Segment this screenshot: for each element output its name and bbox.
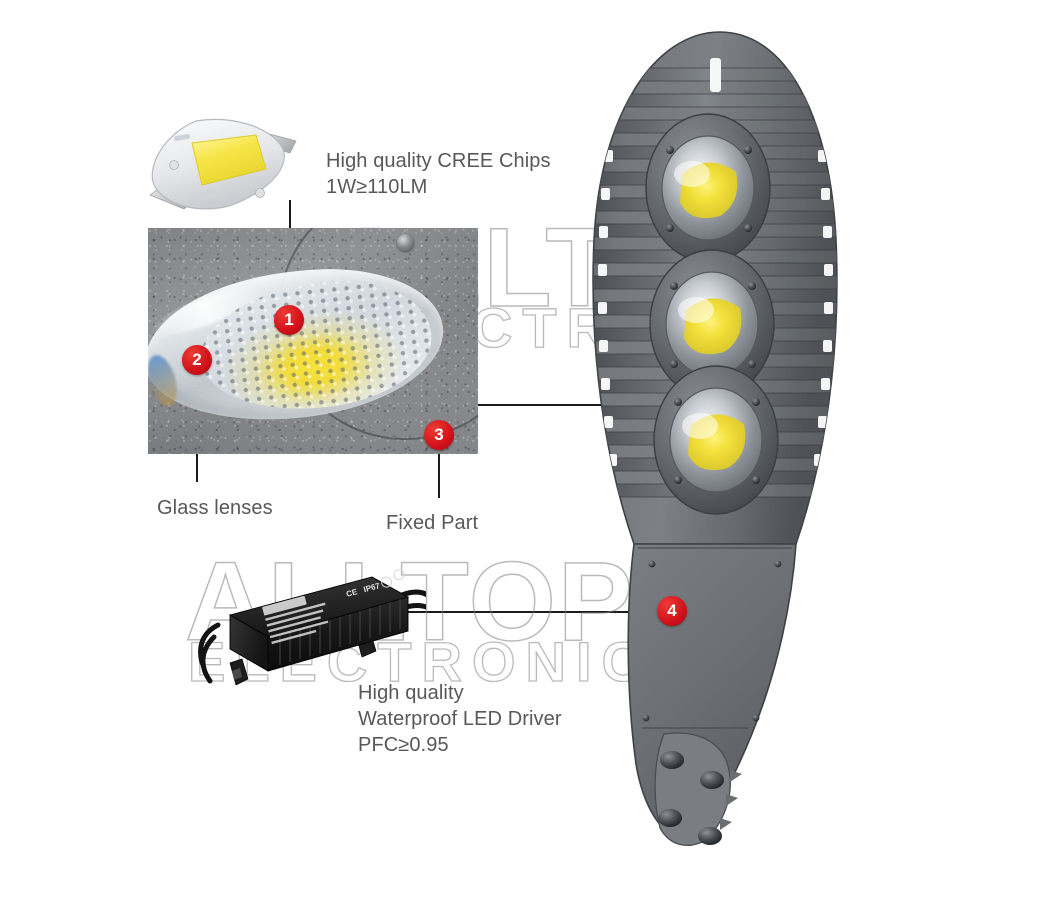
callout-badge-3[interactable]: 3 [424, 420, 454, 450]
callout-badge-4[interactable]: 4 [657, 596, 687, 626]
label-glass-lenses: Glass lenses [157, 497, 273, 519]
housing-screw [397, 234, 414, 251]
led-module-2 [649, 249, 775, 399]
led-module-3 [653, 365, 779, 515]
label-fixed-part: Fixed Part [386, 512, 479, 534]
cob-led-chip [140, 113, 320, 221]
label-led-driver: High quality Waterproof LED Driver PFC≥0… [358, 682, 562, 756]
leader-line-driver [404, 611, 662, 613]
leader-line-lens-to-lamp [478, 404, 670, 406]
label-cree-chip: High quality CREE Chips 1W≥110LM [326, 150, 551, 198]
waterproof-led-driver: CE IP67 [196, 567, 439, 702]
callout-badge-1[interactable]: 1 [274, 305, 304, 335]
callout-badge-2[interactable]: 2 [182, 345, 212, 375]
led-module-1 [645, 113, 771, 263]
svg-text:IP67: IP67 [363, 581, 382, 594]
leader-line-fixed-part [438, 436, 440, 498]
svg-text:CE: CE [345, 587, 359, 599]
led-street-light-fixture [560, 28, 880, 848]
glass-lens-closeup-photo [148, 228, 478, 454]
